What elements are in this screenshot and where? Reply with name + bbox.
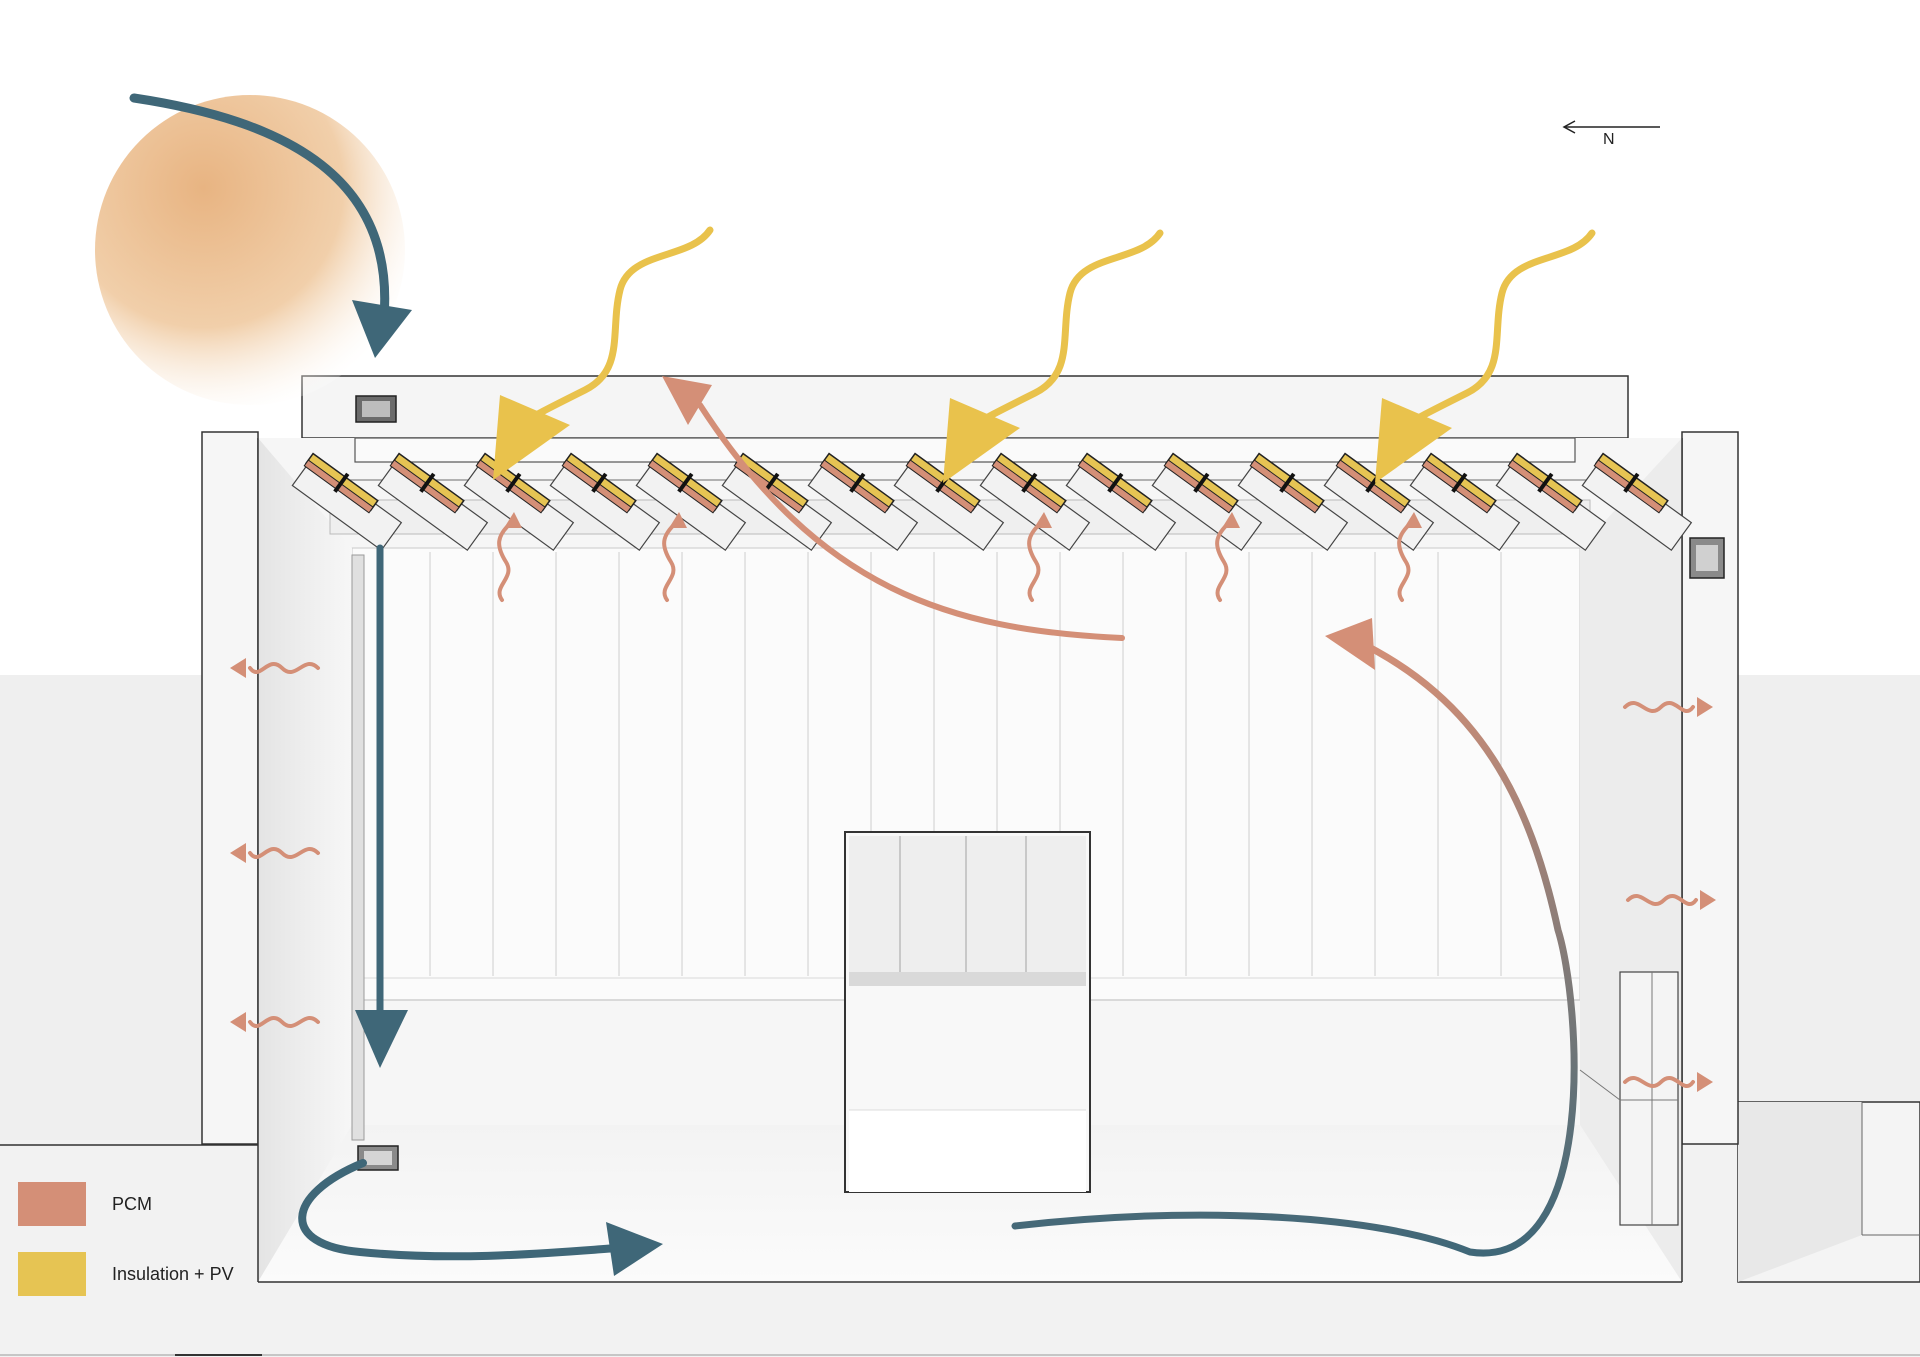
louvre-panel	[549, 452, 661, 552]
cool-air-arrow-incoming	[129, 93, 390, 340]
warm-air-exhaust-arrowhead	[662, 376, 712, 425]
louvre-pivot	[333, 472, 350, 493]
heat-wave	[248, 1016, 320, 1028]
louvre-pivot	[505, 472, 522, 493]
heat-wave	[1623, 701, 1695, 713]
heat-rise-arrowhead	[504, 512, 522, 528]
left-supply-duct	[351, 554, 399, 1171]
solar-ray-arrowhead	[493, 395, 570, 480]
north-label: N	[1603, 131, 1615, 148]
louvre-pivot	[1623, 472, 1640, 493]
central-opening	[844, 831, 1091, 1193]
legend-pcm: PCM	[18, 1182, 152, 1226]
louvre-pivot	[849, 472, 866, 493]
heat-emission	[230, 512, 1716, 1092]
heat-arrowhead	[230, 843, 246, 863]
heat-rise-arrowhead	[1222, 512, 1240, 528]
heat-wave	[248, 662, 320, 674]
louvre-panel	[291, 452, 403, 552]
sun	[95, 95, 405, 405]
louvre-panel	[1065, 452, 1177, 552]
solar-ray	[966, 229, 1164, 432]
solar-ray-arrowhead	[943, 398, 1020, 483]
heat-wave	[1623, 1076, 1695, 1088]
louvre-panel	[1495, 452, 1607, 552]
cool-air-arrowhead-down	[355, 1010, 408, 1068]
back-wall-panels	[429, 552, 1502, 976]
ground-right	[1738, 675, 1920, 1145]
louvre-panel	[1581, 452, 1693, 552]
louvre-panel	[1237, 452, 1349, 552]
solar-ray	[1398, 229, 1596, 432]
adjacent-annex	[1737, 1101, 1920, 1283]
heat-arrowhead	[230, 658, 246, 678]
heat-rise	[1027, 520, 1044, 602]
louvre-pivot	[1021, 472, 1038, 493]
warm-air-exhaust	[697, 402, 1125, 641]
heat-rise	[1397, 520, 1414, 602]
louvre-panel	[1409, 452, 1521, 552]
louvre-panel	[377, 452, 489, 552]
heat-rise-arrowhead	[669, 512, 687, 528]
north-arrow	[1562, 120, 1660, 134]
heat-arrowhead	[1697, 1072, 1713, 1092]
louvre-panel	[979, 452, 1091, 552]
louvre-pivot	[591, 472, 608, 493]
louvre-pivot	[677, 472, 694, 493]
heat-rise-arrowhead	[1034, 512, 1052, 528]
louvre-panel	[807, 452, 919, 552]
ground-left	[0, 675, 205, 1145]
room-left-sidewall	[258, 438, 352, 1282]
legend-pcm-label: PCM	[112, 1193, 152, 1214]
left-wall	[201, 431, 259, 1145]
cool-air-arrow-floor	[298, 1159, 622, 1261]
louvre-pivot	[1537, 472, 1554, 493]
heat-arrowhead	[1700, 890, 1716, 910]
solar-ray-arrowhead	[1375, 398, 1452, 483]
solar-radiation	[493, 226, 1596, 483]
louvre-panel	[463, 452, 575, 552]
heat-arrowhead	[230, 1012, 246, 1032]
return-air-loop	[1011, 636, 1578, 1257]
legend-insulation-pv: Insulation + PV	[18, 1252, 234, 1296]
legend-insulation-pv-label: Insulation + PV	[112, 1263, 234, 1284]
louvre-pivot	[419, 472, 436, 493]
louvre-panel	[635, 452, 747, 552]
heat-rise	[662, 520, 679, 602]
cool-air-arrowhead-floor	[606, 1222, 663, 1276]
insulation-pv-swatch-icon	[18, 1252, 86, 1296]
louvre-pivot	[1451, 472, 1468, 493]
louvre-pivot	[1193, 472, 1210, 493]
solar-ray	[516, 226, 714, 429]
heat-wave	[248, 847, 320, 859]
heat-arrowhead	[1697, 697, 1713, 717]
adaptive-louvre-array	[291, 452, 1693, 552]
right-wall-cabinet	[1579, 971, 1679, 1226]
heat-rise-arrowhead	[1404, 512, 1422, 528]
cool-air-arrowhead-incoming	[352, 300, 412, 358]
pcm-swatch-icon	[18, 1182, 86, 1226]
cool-air-flow	[129, 93, 663, 1276]
heat-wave	[1626, 894, 1698, 906]
heat-rise	[1215, 520, 1232, 602]
louvre-pivot	[1279, 472, 1296, 493]
return-air-arrowhead	[1325, 618, 1375, 670]
louvre-pivot	[1107, 472, 1124, 493]
heat-rise	[497, 520, 514, 602]
